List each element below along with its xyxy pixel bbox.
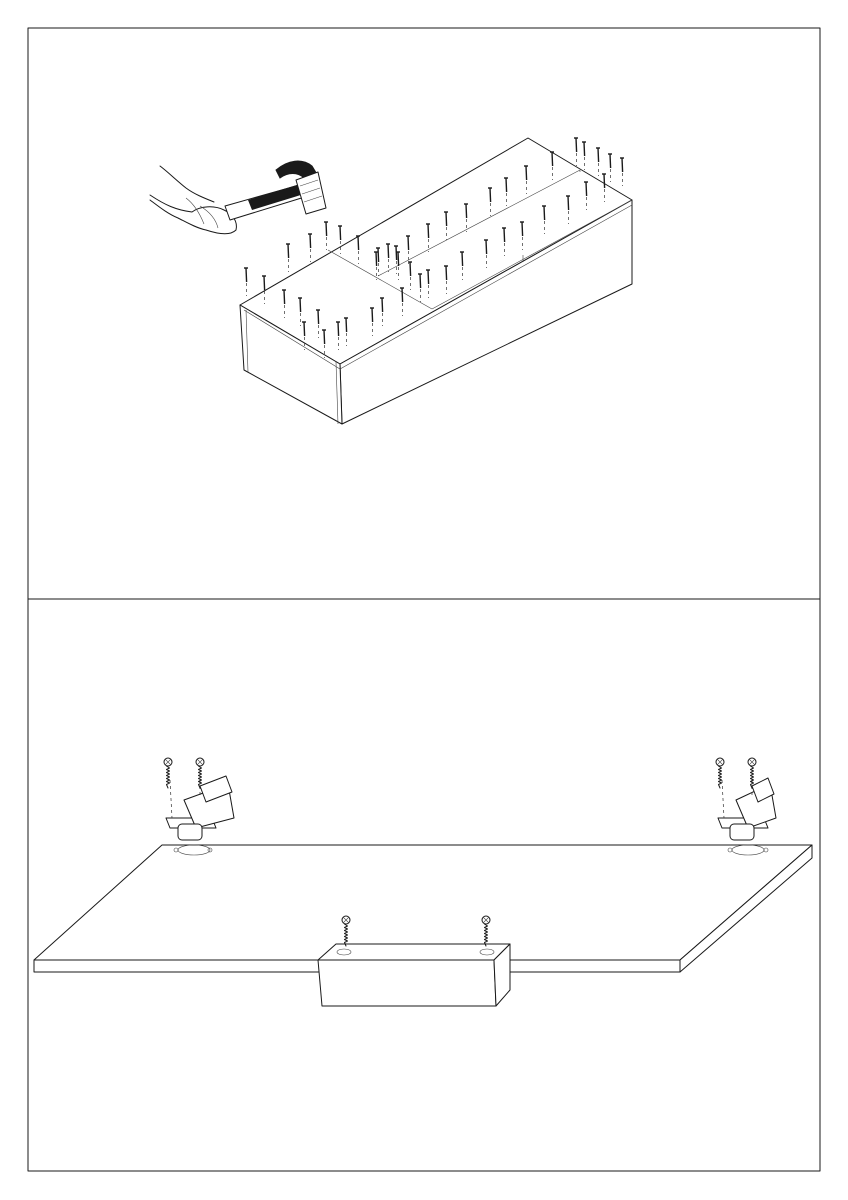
nail-icon — [344, 317, 348, 346]
hinge-icon-left — [165, 775, 235, 856]
nail-icon — [282, 289, 286, 318]
hinge-icon-right — [717, 777, 777, 856]
nail-icon — [408, 261, 412, 290]
nail-icon — [394, 245, 398, 274]
nail-icon — [356, 235, 360, 264]
nail-icon — [460, 251, 464, 280]
nail-icon — [464, 203, 468, 232]
screw-icon — [341, 915, 351, 947]
nail-icon — [316, 309, 320, 338]
nail-icon — [620, 157, 624, 186]
cabinet-box — [239, 137, 633, 425]
nail-icon — [574, 137, 578, 166]
nail-icon — [602, 173, 606, 202]
panel-2-illustration — [33, 757, 813, 1007]
screw-icon — [715, 757, 725, 789]
nail-icon — [418, 273, 422, 302]
nail-icon — [380, 297, 384, 326]
nail-icon — [370, 307, 374, 336]
nail-icon — [386, 243, 390, 272]
nail-icon — [336, 321, 340, 350]
nail-icon — [584, 181, 588, 210]
nail-icon — [524, 165, 528, 194]
nail-icon — [444, 211, 448, 240]
nail-icon — [262, 275, 266, 304]
nail-icon — [374, 251, 378, 280]
nail-icon — [286, 243, 290, 272]
nail-icon — [400, 287, 404, 316]
nail-icon — [484, 239, 488, 268]
nail-icon — [302, 321, 306, 350]
nail-set — [244, 137, 624, 358]
nail-icon — [502, 227, 506, 256]
nail-icon — [244, 267, 248, 296]
screw-icon — [481, 915, 491, 947]
nail-icon — [488, 187, 492, 216]
nail-icon — [308, 233, 312, 262]
nail-icon — [520, 221, 524, 250]
nail-icon — [324, 221, 328, 250]
nail-icon — [298, 297, 302, 326]
screw-icon — [163, 757, 173, 789]
hand-icon — [149, 165, 237, 235]
nail-icon — [322, 329, 326, 358]
nail-icon — [550, 151, 554, 180]
nail-icon — [338, 225, 342, 254]
screw-set — [163, 757, 757, 947]
nail-icon — [376, 247, 380, 276]
nail-icon — [504, 177, 508, 206]
nail-icon — [608, 153, 612, 182]
hammer-icon — [224, 160, 327, 221]
nail-icon — [426, 269, 430, 298]
nail-icon — [582, 141, 586, 170]
nail-icon — [426, 223, 430, 252]
screw-icon — [747, 757, 757, 789]
door-board — [33, 844, 813, 973]
screw-icon — [195, 757, 205, 789]
nail-icon — [596, 147, 600, 176]
panel-frame-bottom — [27, 598, 821, 1172]
nail-icon — [406, 235, 410, 264]
nail-icon — [444, 265, 448, 294]
nail-icon — [542, 205, 546, 234]
panel-1-illustration — [149, 137, 633, 425]
nail-icon — [566, 195, 570, 224]
handle-icon — [317, 943, 511, 1007]
